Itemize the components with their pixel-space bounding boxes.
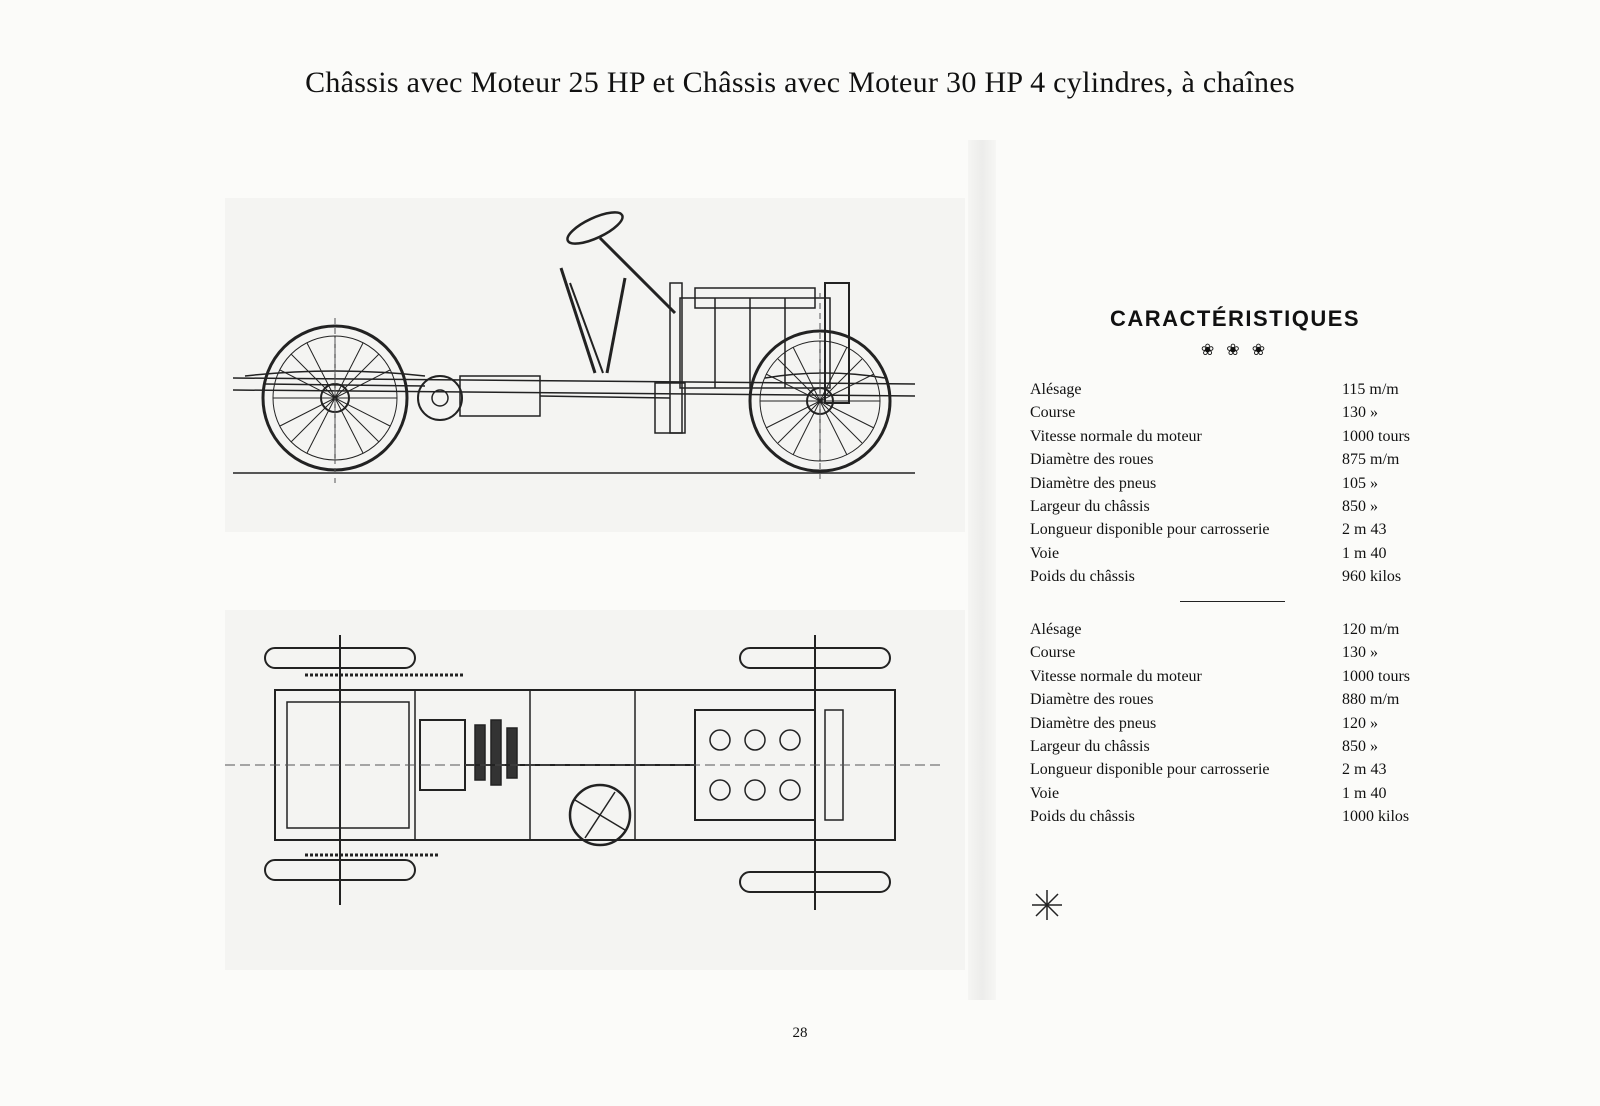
spec-row: Longueur disponible pour carrosserie 2 m … (1030, 758, 1440, 781)
spec-label: Vitesse normale du moteur (1030, 427, 1202, 445)
spec-row: Alésage 115 m/m (1030, 378, 1440, 401)
spec-row: Vitesse normale du moteur 1000 tours (1030, 665, 1440, 688)
spec-label: Diamètre des pneus (1030, 714, 1157, 732)
spec-row: Alésage 120 m/m (1030, 618, 1440, 641)
spec-value: 130 » (1342, 644, 1378, 662)
spec-row: Voie 1 m 40 (1030, 542, 1440, 565)
specifications-heading: CARACTÉRISTIQUES (1109, 306, 1361, 331)
heading-ornament-icon: ❀ ❀ ❀ (1200, 342, 1270, 359)
spec-row: Poids du châssis 960 kilos (1030, 565, 1440, 588)
spec-value: 850 » (1342, 497, 1378, 515)
spec-row: Largeur du châssis 850 » (1030, 735, 1440, 758)
spec-row: Voie 1 m 40 (1030, 782, 1440, 805)
spec-row: Longueur disponible pour carrosserie 2 m … (1030, 518, 1440, 541)
spec-row: Poids du châssis 1000 kilos (1030, 805, 1440, 828)
spec-label: Longueur disponible pour carrosserie (1030, 521, 1270, 539)
spec-label: Vitesse normale du moteur (1030, 667, 1202, 685)
spec-label: Voie (1030, 784, 1060, 802)
spec-value: 120 m/m (1342, 621, 1400, 638)
page-fold-shadow (968, 140, 996, 1000)
spec-value: 1 m 40 (1342, 784, 1387, 802)
chassis-plan-view-drawing (225, 610, 965, 970)
spec-row: Diamètre des roues 880 m/m (1030, 688, 1440, 711)
spec-value: 850 » (1342, 737, 1378, 755)
spec-label: Largeur du châssis (1030, 737, 1150, 755)
spec-label: Voie (1030, 544, 1060, 562)
spec-label: Diamètre des pneus (1030, 474, 1157, 492)
spec-row: Largeur du châssis 850 » (1030, 495, 1440, 518)
page-title: Châssis avec Moteur 25 HP et Châssis ave… (305, 66, 1295, 99)
spec-value: 1 m 40 (1342, 544, 1387, 562)
spec-value: 130 » (1342, 404, 1378, 422)
spec-value: 1000 tours (1342, 667, 1410, 685)
spec-value: 875 m/m (1342, 451, 1400, 469)
spec-row: Vitesse normale du moteur 1000 tours (1030, 425, 1440, 448)
spec-value: 1000 kilos (1342, 808, 1410, 826)
spec-value: 2 m 43 (1342, 761, 1387, 779)
front-wheel (748, 329, 892, 473)
spec-value: 1000 tours (1342, 427, 1410, 445)
spec-value: 115 m/m (1342, 381, 1399, 398)
page-number: 28 (792, 1025, 808, 1041)
chassis-side-view-drawing (225, 198, 965, 532)
spec-row: Diamètre des pneus 105 » (1030, 472, 1440, 495)
spec-row: Diamètre des pneus 120 » (1030, 712, 1440, 735)
spec-label: Poids du châssis (1030, 808, 1135, 826)
spec-label: Diamètre des roues (1030, 451, 1154, 469)
spec-label: Largeur du châssis (1030, 497, 1150, 515)
spec-label: Alésage (1030, 621, 1082, 638)
spec-row: Course 130 » (1030, 401, 1440, 424)
spec-label: Course (1030, 404, 1076, 422)
spec-value: 960 kilos (1342, 568, 1402, 586)
spec-label: Alésage (1030, 381, 1082, 398)
spec-row: Course 130 » (1030, 641, 1440, 664)
spec-value: 105 » (1342, 474, 1378, 492)
spec-value: 880 m/m (1342, 691, 1400, 709)
spec-label: Longueur disponible pour carrosserie (1030, 761, 1270, 779)
spec-label: Diamètre des roues (1030, 691, 1154, 709)
spec-label: Course (1030, 644, 1076, 662)
spec-label: Poids du châssis (1030, 568, 1135, 586)
spec-value: 120 » (1342, 714, 1378, 732)
spec-value: 2 m 43 (1342, 521, 1387, 539)
spec-row: Diamètre des roues 875 m/m (1030, 448, 1440, 471)
spec-divider (1180, 601, 1285, 602)
star-ornament-icon (1030, 888, 1064, 922)
